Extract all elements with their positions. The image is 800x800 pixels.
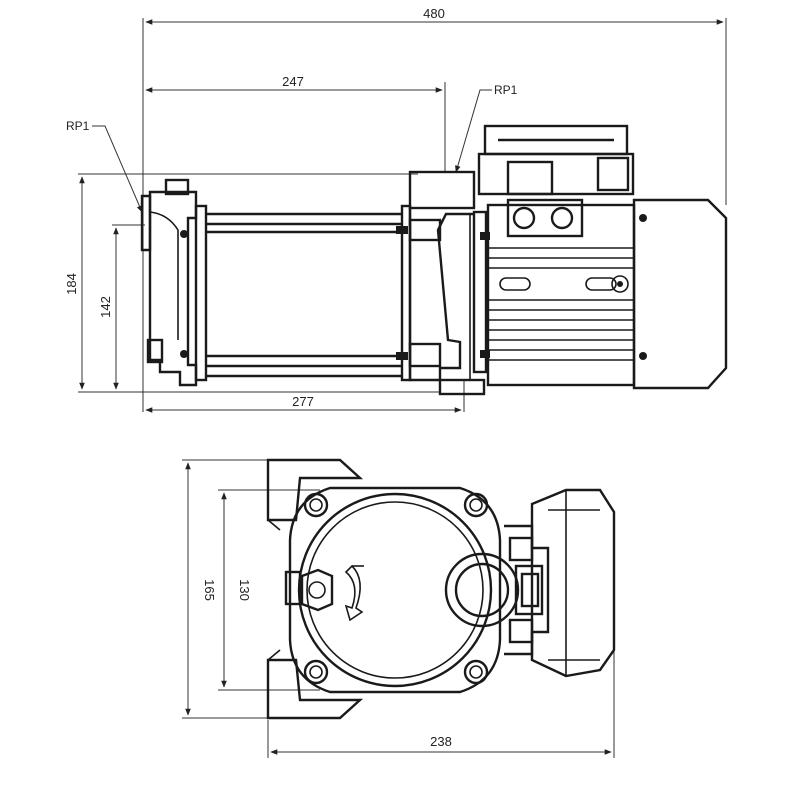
end-view: 165 130 238 — [182, 458, 616, 758]
side-view: 480 247 184 142 277 RP1 RP1 — [64, 6, 728, 413]
dimension-height: 184 — [64, 176, 85, 390]
dimension-overall-width-label: 165 — [202, 579, 217, 601]
casing-bolts — [303, 492, 489, 685]
terminal-box — [477, 124, 635, 196]
discharge-port — [444, 552, 544, 628]
dimension-base-width: 238 — [270, 734, 612, 755]
dimension-inlet-height: 142 — [98, 227, 119, 390]
dimension-overall-length: 480 — [145, 6, 724, 25]
outlet-port-label: RP1 — [494, 83, 518, 97]
outlet-port-callout: RP1 — [455, 83, 518, 173]
suction-cover — [140, 178, 198, 387]
dimension-overall-length-label: 480 — [423, 6, 445, 21]
dimension-bolt-spacing-label: 130 — [237, 579, 252, 601]
dimension-base-length-label: 277 — [292, 394, 314, 409]
dimension-overall-width: 165 — [185, 462, 217, 716]
drain-plug — [284, 568, 334, 612]
base-feet — [266, 458, 364, 720]
discharge-housing — [400, 170, 490, 396]
dimension-base-length: 277 — [145, 394, 462, 413]
tie-rods — [194, 204, 408, 382]
dimension-base-width-label: 238 — [430, 734, 452, 749]
dimension-inlet-to-outlet: 247 — [145, 74, 443, 93]
rotation-arrow-icon — [344, 564, 364, 622]
fan-cover — [632, 198, 728, 390]
inlet-port-label: RP1 — [66, 119, 90, 133]
dimension-inlet-height-label: 142 — [98, 296, 113, 318]
dimension-bolt-spacing: 130 — [221, 492, 252, 688]
motor-body — [486, 198, 636, 387]
dimension-inlet-to-outlet-label: 247 — [282, 74, 304, 89]
motor-end-side — [504, 488, 616, 678]
dimension-height-label: 184 — [64, 273, 79, 295]
inlet-port-callout: RP1 — [66, 119, 143, 213]
